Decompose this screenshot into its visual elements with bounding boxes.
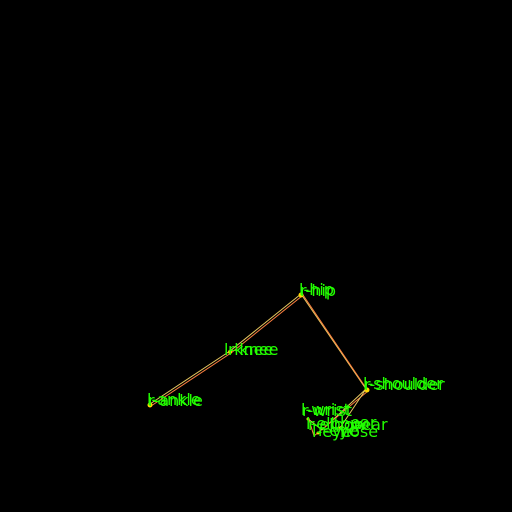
- label-r-ankle: r-ankle: [148, 391, 203, 410]
- keypoint-hip: [298, 292, 304, 298]
- keypoint-wrist: [306, 417, 310, 421]
- bone-hip-shoulder-r: [302, 294, 369, 392]
- bone-knee-ankle-r: [150, 352, 232, 407]
- label-r-ear: r-ear: [350, 415, 388, 434]
- bone-hip-knee-r: [230, 295, 303, 354]
- bone-hip-knee-l: [229, 293, 302, 352]
- keypoint-elbow: [316, 431, 320, 435]
- label-nose: nose: [340, 422, 378, 441]
- bone-shoulder-elbow-r: [313, 390, 369, 437]
- label-l-ankle: l-ankle: [147, 390, 201, 409]
- bone-elbow-wrist-r: [308, 419, 315, 437]
- label-r-wrist: r-wrist: [302, 401, 352, 420]
- label-r-elbow: r-elbow: [308, 415, 367, 434]
- label-l-hip: l-hip: [299, 280, 334, 299]
- keypoint-knee: [228, 350, 232, 354]
- bone-knee-ankle-l: [149, 350, 231, 405]
- label-l-shoulder: l-shoulder: [363, 374, 443, 393]
- label-r-hip: r-hip: [300, 281, 336, 300]
- keypoint-shoulder: [364, 387, 370, 393]
- label-l-elbow: l-elbow: [306, 414, 364, 433]
- bone-hip-shoulder-l: [300, 293, 367, 390]
- label-r-knee: r-knee: [228, 340, 278, 359]
- label-r-eye: r-eye: [318, 421, 358, 440]
- keypoint-head: [338, 426, 342, 430]
- label-l-eye: l-eye: [312, 422, 351, 441]
- label-l-knee: l-knee: [224, 340, 273, 359]
- keypoint-ankle: [147, 402, 153, 408]
- label-l-wrist: l-wrist: [301, 400, 350, 419]
- bone-shoulder-head: [339, 388, 367, 429]
- keypoint-markers: [147, 292, 370, 435]
- label-r-shoulder: r-shoulder: [364, 375, 445, 394]
- label-l-ear: l-ear: [340, 413, 377, 432]
- keypoint-labels: l-hip r-hip l-knee r-knee l-ankle r-ankl…: [147, 280, 445, 441]
- skeleton-bones: [149, 293, 369, 437]
